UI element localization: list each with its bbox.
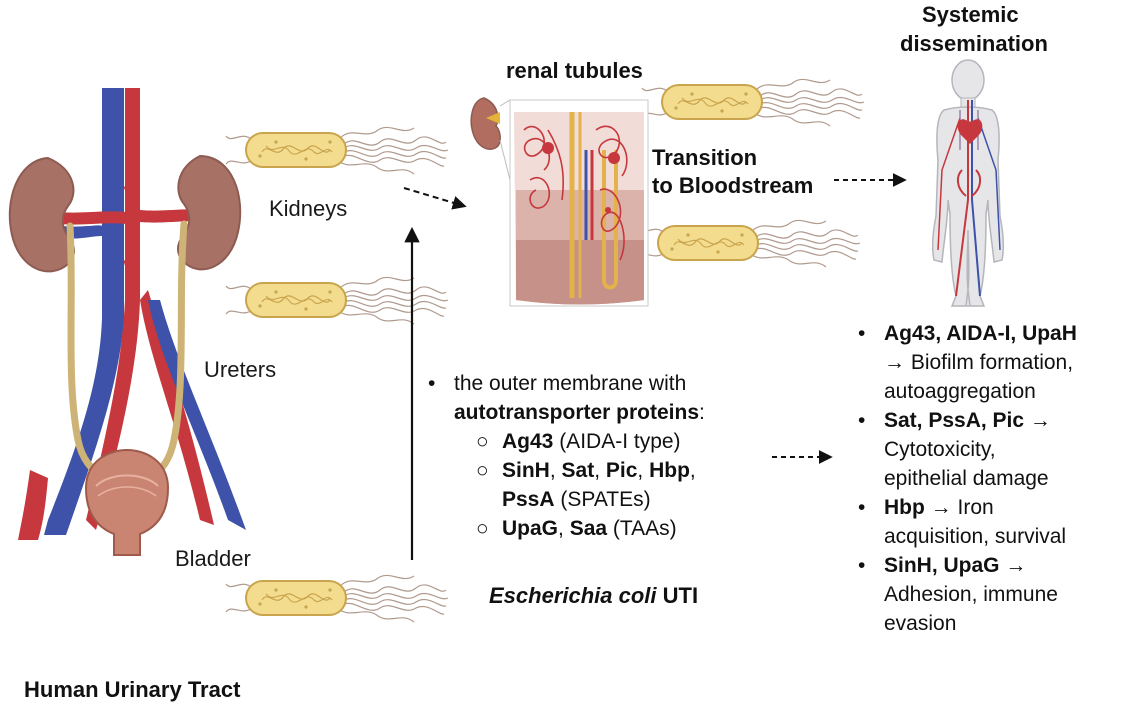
- list-item: autotransporter proteins:: [454, 401, 705, 424]
- sub-list-item: ○ UpaG, Saa (TAAs): [476, 517, 677, 540]
- human-figure-illustration: [931, 59, 1005, 307]
- transition-label-line1: Transition: [652, 145, 758, 170]
- autotransporter-list: • the outer membrane with autotransporte…: [428, 369, 705, 543]
- kidneys-label: Kidneys: [269, 196, 348, 221]
- list-item: • SinH, UpaG → Adhesion, immune evasion: [858, 554, 1058, 635]
- effects-list: • Ag43, AIDA-I, UpaH → Biofilm formation…: [856, 319, 1077, 638]
- bacterium-icon: [637, 219, 861, 268]
- ureters-label: Ureters: [204, 357, 277, 382]
- kidney-to-tubules-arrow: [403, 187, 467, 210]
- left-kidney-icon: [8, 156, 75, 273]
- bladder-label: Bladder: [175, 546, 251, 571]
- heart-icon: [957, 119, 983, 144]
- small-kidney-icon: [470, 97, 501, 150]
- bacterium-icon: [641, 78, 865, 127]
- bacterium-icon: [225, 126, 449, 175]
- renal-tubules-label: renal tubules: [506, 58, 643, 83]
- systemic-label-line2: dissemination: [900, 31, 1048, 56]
- vena-cava-icon: [44, 88, 124, 535]
- transition-label-line2: to Bloodstream: [652, 173, 814, 198]
- bullet-dot: •: [428, 372, 436, 395]
- bladder-icon: [84, 448, 170, 556]
- list-item: • Hbp → Iron acquisition, survival: [858, 496, 1067, 548]
- list-item: • the outer membrane with: [428, 369, 705, 398]
- urinary-tract-illustration: [8, 88, 246, 556]
- bacterium-icon: [225, 574, 449, 623]
- bacterium-icon: [225, 276, 449, 325]
- urinary-tract-title: Human Urinary Tract: [24, 677, 241, 702]
- list-item: • Ag43, AIDA-I, UpaH → Biofilm formation…: [858, 322, 1077, 403]
- sub-list-item: PssA (SPATEs): [502, 488, 651, 511]
- systemic-label-line1: Systemic: [922, 2, 1019, 27]
- list-item: • Sat, PssA, Pic → Cytotoxicity, epithel…: [858, 409, 1051, 490]
- renal-tubules-illustration: [470, 97, 649, 307]
- sub-list-item: ○ Ag43 (AIDA-I type): [476, 430, 681, 453]
- sub-list-item: ○ SinH, Sat, Pic, Hbp,: [476, 459, 696, 482]
- left-ureter-icon: [66, 222, 108, 482]
- aorta-icon: [86, 88, 140, 530]
- ecoli-uti-label: Escherichia coli UTI: [489, 583, 699, 608]
- right-ureter-icon: [146, 220, 188, 482]
